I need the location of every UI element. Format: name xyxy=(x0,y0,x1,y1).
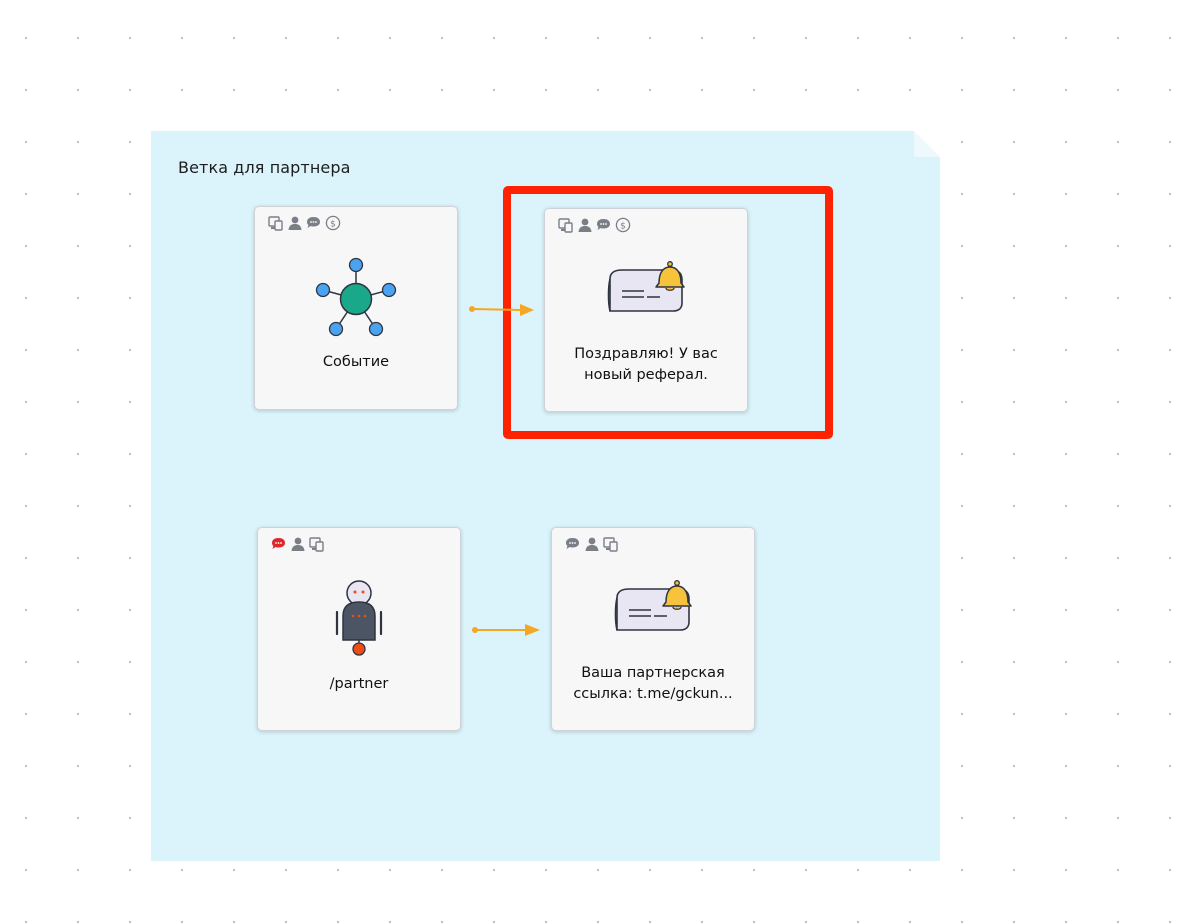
robot-icon xyxy=(329,578,389,662)
node-label: Ваша партнерская ссылка: t.me/gckun... xyxy=(573,665,733,702)
node-label: /partner xyxy=(329,676,389,692)
user-icon xyxy=(576,216,593,233)
connector-arrow-bottom[interactable] xyxy=(469,620,543,640)
devices-icon xyxy=(557,216,574,233)
node-badges xyxy=(270,535,325,552)
svg-text:$: $ xyxy=(330,219,336,229)
group-title: Ветка для партнера xyxy=(178,158,351,177)
node-badges: $ xyxy=(557,216,631,233)
notification-message-icon xyxy=(609,572,697,640)
chat-icon xyxy=(305,214,322,231)
devices-icon xyxy=(267,214,284,231)
partner-link-message-node[interactable]: Ваша партнерская ссылка: t.me/gckun... xyxy=(551,527,755,731)
selection-highlight xyxy=(503,186,833,439)
node-label: Событие xyxy=(322,354,390,370)
user-icon xyxy=(289,535,306,552)
dollar-icon: $ xyxy=(324,214,341,231)
node-badges: $ xyxy=(267,214,341,231)
chat-icon-red xyxy=(270,535,287,552)
group-corner-fold xyxy=(914,131,940,157)
svg-text:$: $ xyxy=(620,221,626,231)
notification-message-icon xyxy=(602,253,690,321)
devices-icon xyxy=(602,535,619,552)
user-icon xyxy=(583,535,600,552)
user-icon xyxy=(286,214,303,231)
chat-icon xyxy=(595,216,612,233)
event-hub-icon xyxy=(314,257,398,345)
node-badges xyxy=(564,535,619,552)
event-node[interactable]: $ Событие xyxy=(254,206,458,410)
chat-icon xyxy=(564,535,581,552)
referral-notification-node[interactable]: $ Поздравляю! У вас новый реферал. xyxy=(544,208,748,412)
node-label: Поздравляю! У вас новый реферал. xyxy=(574,346,718,383)
connector-arrow-top[interactable] xyxy=(466,300,538,320)
partner-command-node[interactable]: /partner xyxy=(257,527,461,731)
dollar-icon: $ xyxy=(614,216,631,233)
devices-icon xyxy=(308,535,325,552)
